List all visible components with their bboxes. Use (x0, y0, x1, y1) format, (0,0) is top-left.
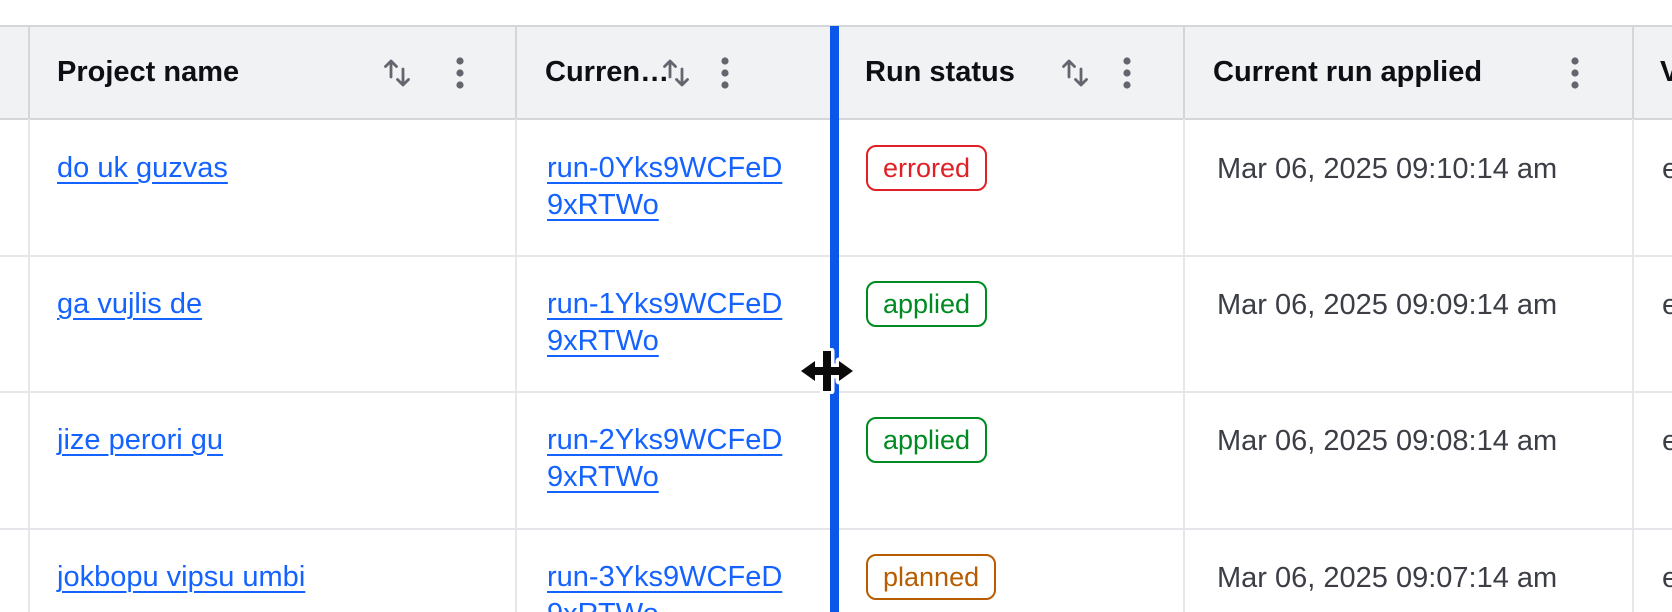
column-border (1632, 26, 1634, 119)
kebab-menu-icon (456, 57, 464, 89)
run-link[interactable]: run-3Yks9WCFeD9xRTWo (547, 561, 783, 612)
column-header-current-run[interactable]: Curren… (545, 26, 669, 119)
column-header-run-status[interactable]: Run status (865, 26, 1015, 119)
run-link[interactable]: run-0Yks9WCFeD9xRTWo (547, 152, 783, 221)
kebab-menu-icon (721, 57, 729, 89)
column-header-label: Current run applied (1213, 56, 1483, 88)
sort-arrows-icon (663, 59, 689, 87)
run-link[interactable]: run-1Yks9WCFeD9xRTWo (547, 288, 783, 357)
column-border (28, 26, 30, 119)
column-border (515, 119, 517, 612)
sort-arrows-icon (1062, 59, 1088, 87)
current-run-applied-timestamp: Mar 06, 2025 09:09:14 am (1217, 289, 1558, 321)
clipped-cell-text: e (1662, 562, 1672, 594)
clipped-cell-text: e (1662, 289, 1672, 321)
project-link[interactable]: do uk guzvas (57, 152, 228, 184)
run-status-badge: planned (866, 554, 997, 600)
clipped-cell-text: e (1662, 425, 1672, 457)
column-resize-indicator[interactable] (830, 26, 839, 612)
project-link[interactable]: jokbopu vipsu umbi (57, 561, 306, 593)
column-header-project-name[interactable]: Project name (57, 26, 239, 119)
column-header-current-run-applied[interactable]: Current run applied (1213, 26, 1482, 119)
column-header-label: Project name (57, 56, 240, 88)
menu-button-current-run[interactable] (707, 55, 743, 91)
run-link[interactable]: run-2Yks9WCFeD9xRTWo (547, 424, 783, 493)
sort-button-current-run[interactable] (658, 55, 694, 91)
sort-button-project-name[interactable] (379, 55, 415, 91)
column-border (1632, 119, 1634, 612)
kebab-menu-icon (1571, 57, 1579, 89)
project-link[interactable]: jize perori gu (57, 424, 224, 456)
sort-arrows-icon (384, 59, 410, 87)
current-run-applied-timestamp: Mar 06, 2025 09:07:14 am (1217, 562, 1558, 594)
clipped-cell-text: e (1662, 153, 1672, 185)
current-run-applied-timestamp: Mar 06, 2025 09:08:14 am (1217, 425, 1558, 457)
column-header-clipped[interactable]: V (1660, 26, 1672, 119)
sort-button-run-status[interactable] (1057, 55, 1093, 91)
menu-button-project-name[interactable] (442, 55, 478, 91)
kebab-menu-icon (1123, 57, 1131, 89)
run-status-badge: applied (866, 417, 988, 463)
col-resize-cursor-icon (797, 347, 857, 395)
project-link[interactable]: ga vujlis de (57, 288, 203, 320)
current-run-applied-timestamp: Mar 06, 2025 09:10:14 am (1217, 153, 1558, 185)
column-border (1183, 26, 1185, 119)
column-border (28, 119, 30, 612)
menu-button-current-run-applied[interactable] (1557, 55, 1593, 91)
column-header-label: Curren… (545, 56, 670, 88)
column-border (515, 26, 517, 119)
column-header-label: Run status (865, 56, 1015, 88)
column-border (1183, 119, 1185, 612)
menu-button-run-status[interactable] (1109, 55, 1145, 91)
run-status-badge: errored (866, 145, 988, 191)
column-header-label: V (1660, 56, 1672, 88)
run-status-badge: applied (866, 281, 988, 327)
